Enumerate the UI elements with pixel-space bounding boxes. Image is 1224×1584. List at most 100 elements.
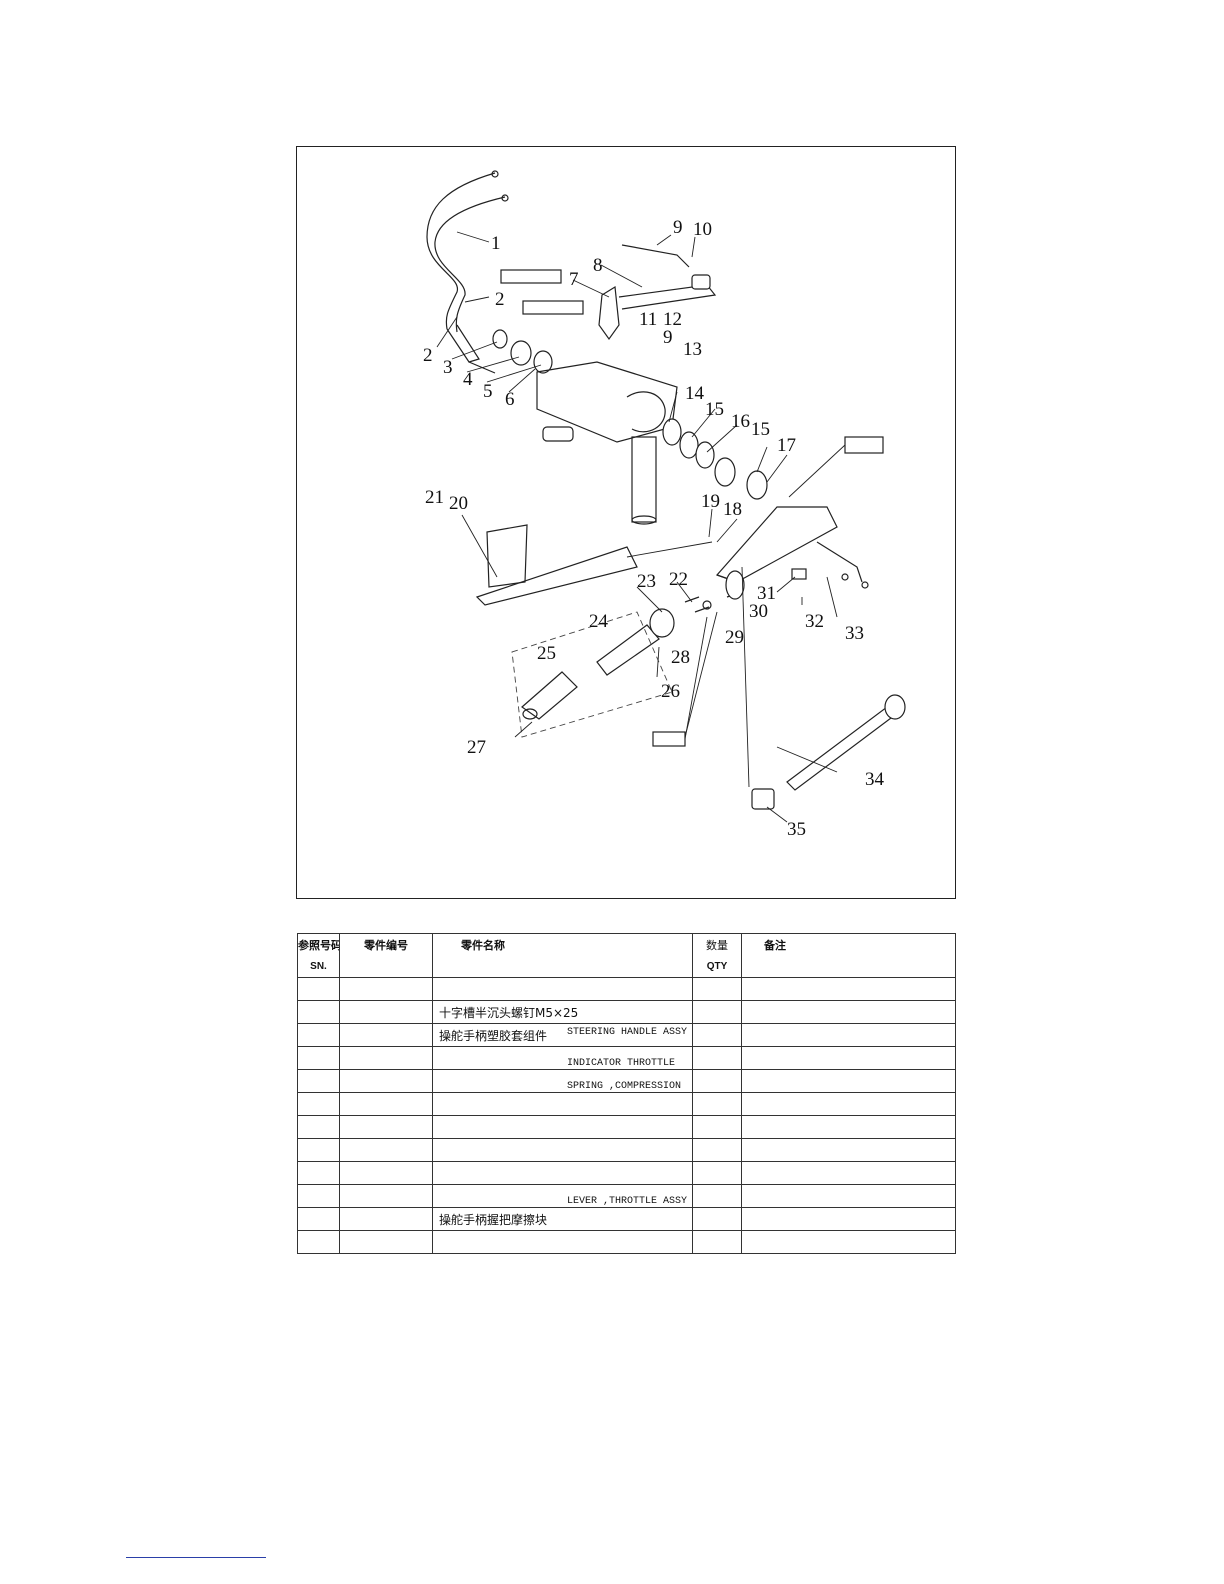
cell-part-name	[432, 1161, 693, 1185]
cell-qty	[692, 1069, 742, 1093]
swivel-bracket	[536, 361, 678, 525]
callout-label: 16	[731, 411, 750, 432]
callout-label: 22	[669, 569, 688, 590]
callout-label: 10	[693, 219, 712, 240]
diagram-canvas: 1 2 2 3 4 5 6 7 8 9 10 11 12 9 13 14 15 …	[423, 170, 906, 840]
part-name-cn: 十字槽半沉头螺钉M5×25	[439, 1005, 579, 1020]
cell-qty	[692, 1046, 742, 1070]
callout-label: 9	[673, 217, 683, 238]
cell-part-no	[339, 1115, 433, 1139]
parts-list-table: 参照号码 SN. 零件编号 零件名称 数量 QTY 备注	[297, 933, 956, 1254]
callout-label: 9	[663, 327, 673, 348]
part-name-cn: 操舵手柄握把摩擦块	[439, 1212, 548, 1227]
cell-part-no	[339, 1069, 433, 1093]
cell-part-name	[432, 1138, 693, 1162]
steering-handle	[715, 506, 869, 600]
callout-label: 1	[491, 233, 501, 254]
table-row: 十字槽半沉头螺钉M5×25	[297, 1000, 956, 1024]
throttle-lever	[598, 244, 717, 341]
header-qty: 数量 QTY	[692, 933, 742, 978]
part-name-en: SPRING ,COMPRESSION	[567, 1081, 682, 1092]
cell-sn	[297, 1115, 340, 1139]
callout-label: 6	[505, 389, 515, 410]
header-remarks-label: 备注	[764, 940, 786, 952]
callout-label: 23	[637, 571, 656, 592]
cell-sn	[297, 1023, 340, 1047]
cell-part-no	[339, 1138, 433, 1162]
cell-part-name: 操舵手柄握把摩擦块	[432, 1207, 693, 1231]
callout-label: 15	[705, 399, 724, 420]
table-row	[297, 977, 956, 1001]
table-row: SPRING ,COMPRESSION	[297, 1069, 956, 1093]
cell-remarks	[741, 1046, 956, 1070]
part-name-cn: 操舵手柄塑胶套组件	[439, 1028, 548, 1043]
cell-part-no	[339, 1161, 433, 1185]
table-row	[297, 1230, 956, 1254]
callout-label: 14	[685, 383, 705, 404]
table-row	[297, 1092, 956, 1116]
callout-label: 7	[569, 269, 579, 290]
header-part-name-label: 零件名称	[461, 940, 505, 952]
callout-label: 30	[749, 601, 768, 622]
cell-qty	[692, 1115, 742, 1139]
throttle-grip	[511, 608, 675, 738]
table-row: 操舵手柄塑胶套组件 STEERING HANDLE ASSY	[297, 1023, 956, 1047]
cell-qty	[692, 1000, 742, 1024]
cell-part-name: 操舵手柄塑胶套组件 STEERING HANDLE ASSY	[432, 1023, 693, 1047]
callout-numbers: 1 2 2 3 4 5 6 7 8 9 10 11 12 9 13 14 15 …	[423, 217, 885, 840]
callout-label: 17	[777, 435, 796, 456]
part-name-en: LEVER ,THROTTLE ASSY	[567, 1196, 688, 1207]
callout-label: 29	[725, 627, 744, 648]
callout-label: 27	[467, 737, 486, 758]
cell-part-name	[432, 977, 693, 1001]
part-name-en: INDICATOR THROTTLE	[567, 1058, 676, 1069]
callout-label: 13	[683, 339, 702, 360]
steering-shaft	[741, 566, 906, 810]
callout-label: 35	[787, 819, 806, 840]
cell-qty	[692, 977, 742, 1001]
cell-remarks	[741, 1184, 956, 1208]
cell-remarks	[741, 1138, 956, 1162]
part-name-en: STEERING HANDLE ASSY	[567, 1026, 688, 1038]
cell-remarks	[741, 1000, 956, 1024]
header-remarks: 备注	[741, 933, 956, 978]
table-row: INDICATOR THROTTLE	[297, 1046, 956, 1070]
header-sn-cn: 参照号码	[298, 940, 340, 952]
callout-label: 12	[663, 309, 682, 330]
header-part-no-label: 零件编号	[364, 940, 408, 952]
cell-sn	[297, 1230, 340, 1254]
cell-part-no	[339, 1230, 433, 1254]
cell-remarks	[741, 1115, 956, 1139]
cell-sn	[297, 1069, 340, 1093]
cell-sn	[297, 1184, 340, 1208]
table-row	[297, 1161, 956, 1185]
cell-part-no	[339, 1092, 433, 1116]
cell-part-no	[339, 1000, 433, 1024]
header-part-no: 零件编号	[339, 933, 433, 978]
cell-part-name	[432, 1230, 693, 1254]
label-box-a	[500, 269, 562, 284]
cell-part-name: SPRING ,COMPRESSION	[432, 1069, 693, 1093]
callout-label: 15	[751, 419, 770, 440]
table-row: 操舵手柄握把摩擦块	[297, 1207, 956, 1231]
cell-sn	[297, 1138, 340, 1162]
callout-label: 28	[671, 647, 690, 668]
header-part-name: 零件名称	[432, 933, 693, 978]
cell-part-no	[339, 977, 433, 1001]
callout-label: 20	[449, 493, 468, 514]
cell-qty	[692, 1138, 742, 1162]
callout-label: 21	[425, 487, 444, 508]
callout-leaders	[436, 231, 838, 823]
table-row	[297, 1115, 956, 1139]
cell-qty	[692, 1092, 742, 1116]
cell-part-name: INDICATOR THROTTLE	[432, 1046, 693, 1070]
cell-part-name	[432, 1092, 693, 1116]
cell-sn	[297, 1207, 340, 1231]
cell-remarks	[741, 1023, 956, 1047]
cell-remarks	[741, 1230, 956, 1254]
callout-label: 31	[757, 583, 776, 604]
pins-and-screws	[652, 596, 718, 747]
cell-part-name	[432, 1115, 693, 1139]
cell-qty	[692, 1161, 742, 1185]
cell-qty	[692, 1184, 742, 1208]
